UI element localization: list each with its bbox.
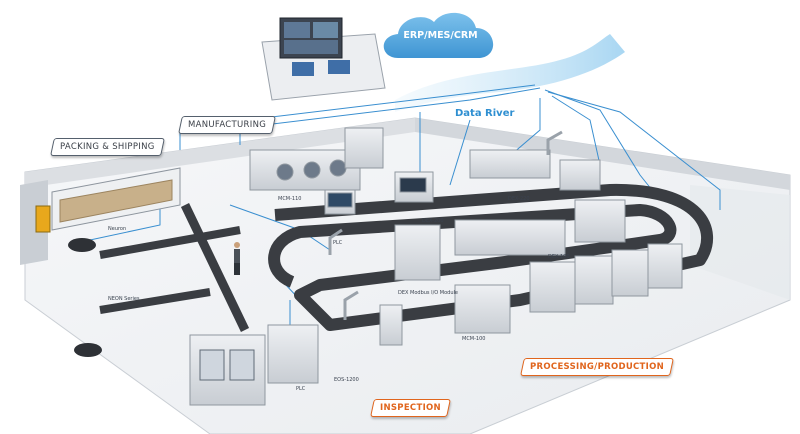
label-neuron: Neuron [108,226,127,232]
label-mcm100: MCM-100 [462,336,486,342]
data-river-label: Data River [455,108,515,119]
zone-processing-production: PROCESSING/PRODUCTION [520,358,674,376]
label-dex200: DEX-200 [422,218,444,224]
zone-inspection: INSPECTION [370,399,451,417]
label-plc-bottom: PLC [296,386,306,392]
cloud-label: ERP/MES/CRM [403,30,478,41]
data-river [395,34,625,112]
label-neon: NEON Series [108,296,140,302]
zone-packing-shipping: PACKING & SHIPPING [50,138,165,156]
label-mcm110: MCM-110 [278,196,302,202]
machine-modbus [394,224,441,281]
machine-inspection-column [379,304,403,346]
agv-robots [68,238,102,357]
zone-manufacturing: MANUFACTURING [178,116,277,134]
machine-cabinet [344,127,384,169]
machine-robot-cell [559,159,601,191]
machine-proc-1 [529,261,576,313]
machines [189,127,683,406]
label-plc-mid: PLC [333,240,343,246]
label-eos1200: EOS-1200 [334,377,359,383]
main-conveyor [99,183,714,332]
machine-dex100 [574,199,626,243]
machine-eos1200 [267,324,319,384]
storage-racks [51,167,181,231]
machine-mcm100 [454,284,511,334]
machine-dex220 [469,149,551,179]
cloud-icon [383,12,494,58]
machine-long [454,219,566,256]
label-dex100: DEX-100 [548,254,570,260]
worker-figure [234,242,240,275]
control-room [261,17,386,101]
label-dex220: DEX-220 [508,196,530,202]
robot-arms [328,130,563,320]
label-modbus: DEX Modbus I/O Module [398,290,458,296]
